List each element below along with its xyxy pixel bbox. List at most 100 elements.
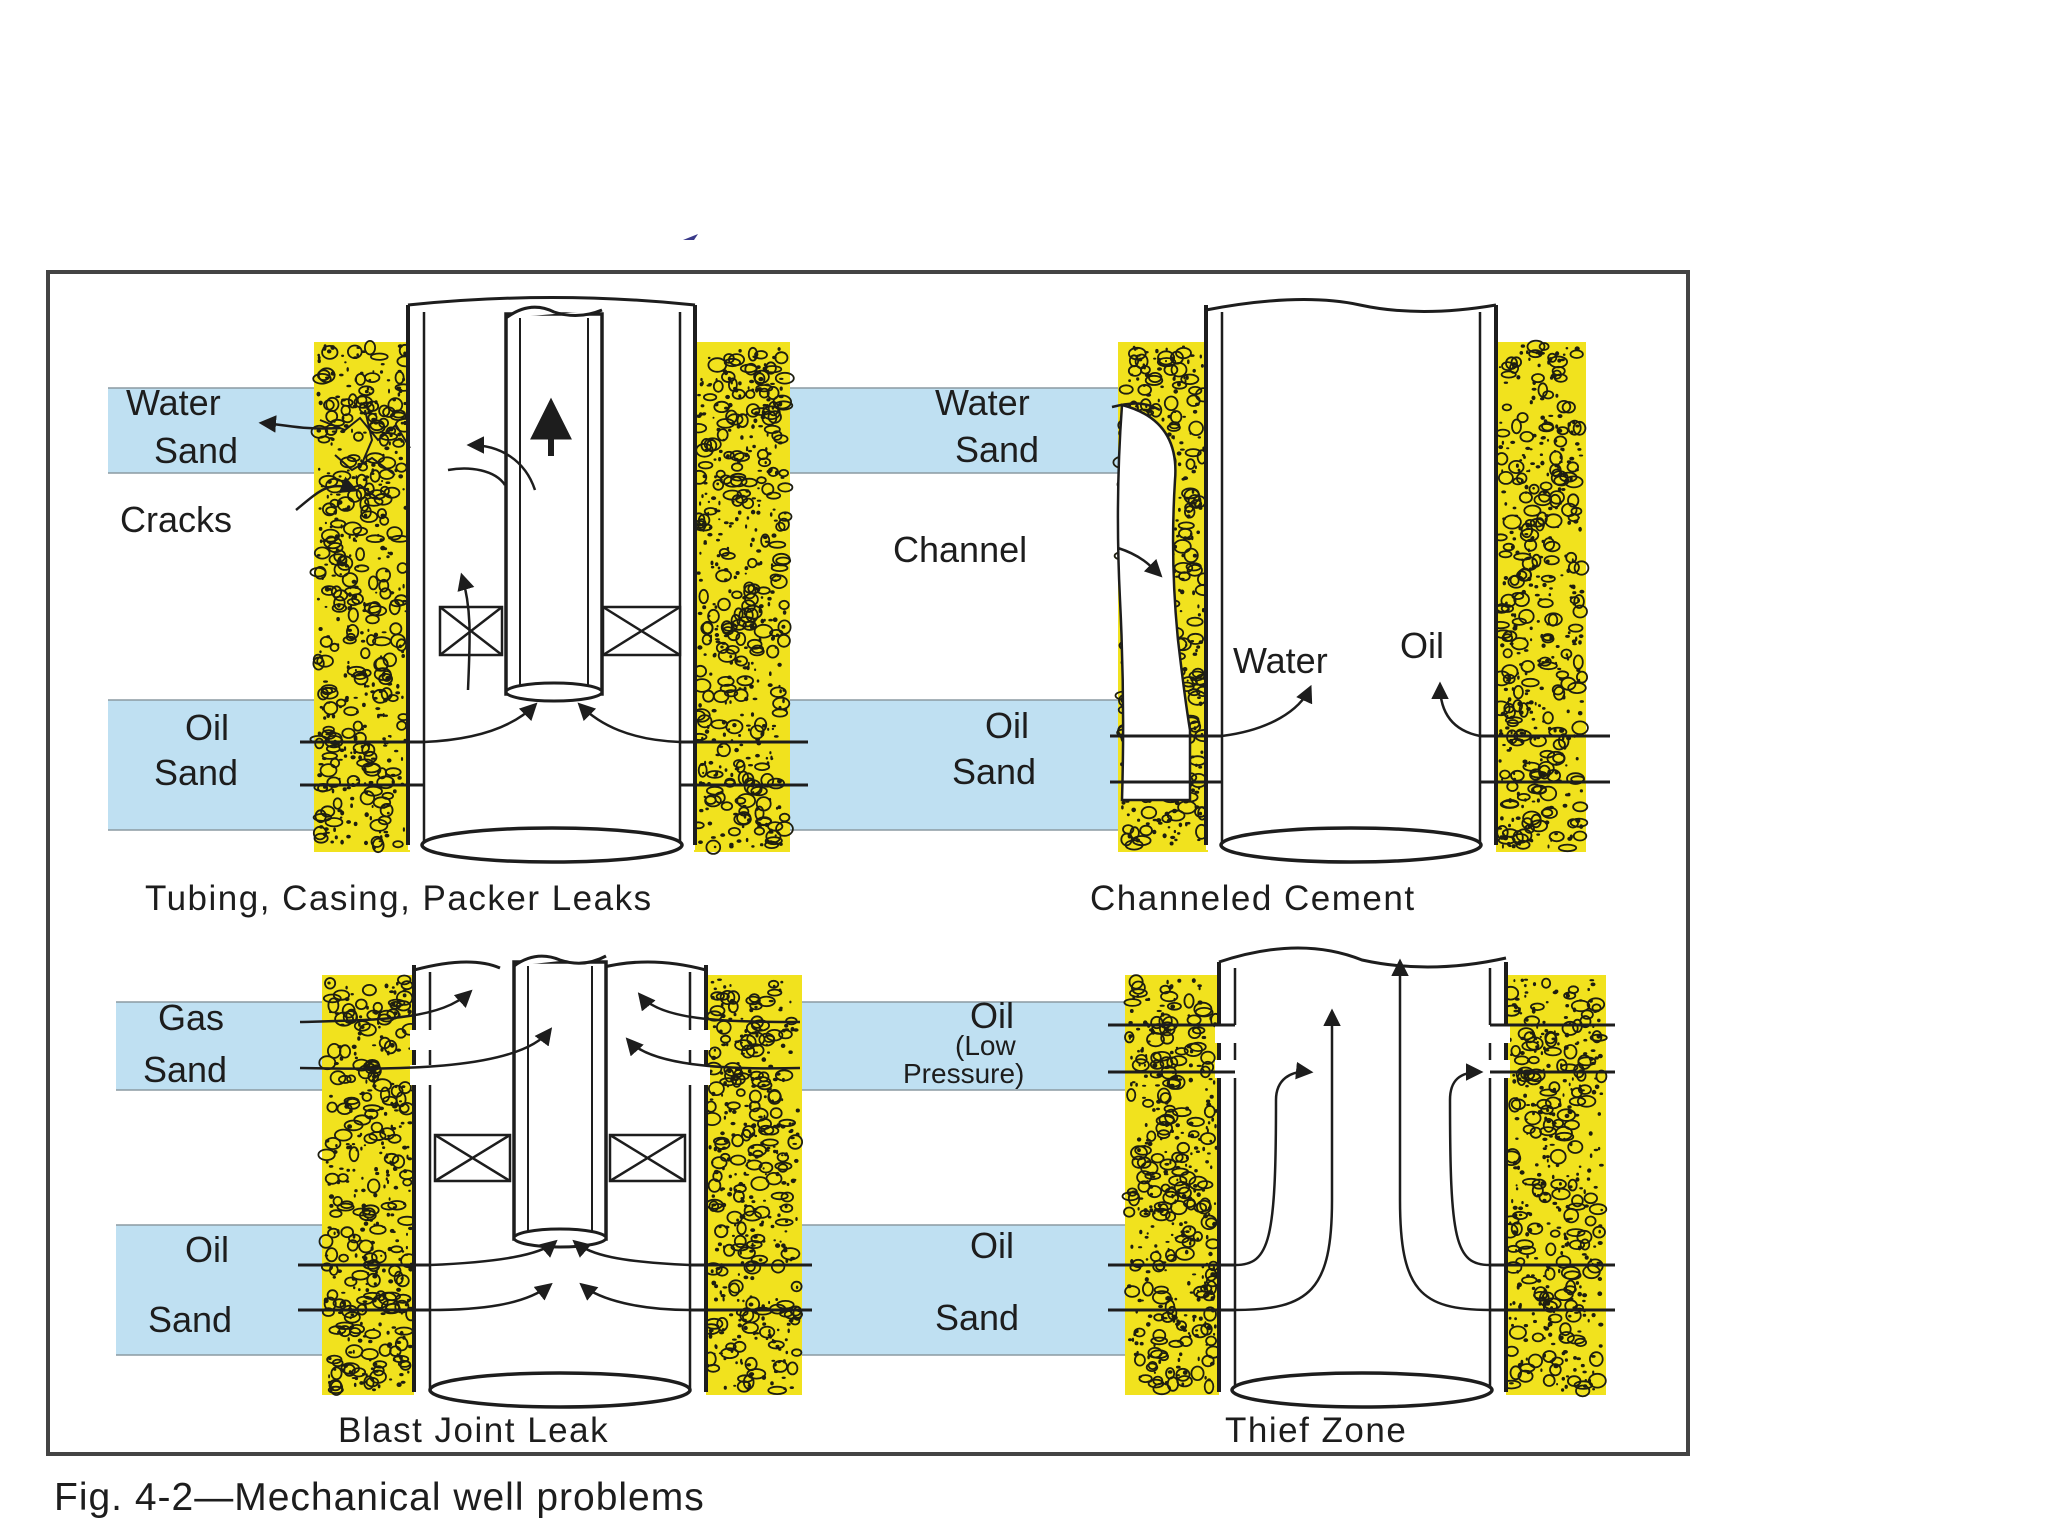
label-sand: Sand [154,430,238,471]
cement-pebble [746,446,749,450]
cement-pebble [745,837,749,843]
cement-pebble [703,481,708,485]
cement-pebble [758,376,764,382]
cement-pebble [713,987,717,991]
cement-pebble [1200,364,1204,368]
cement-pebble [1564,475,1584,489]
cement-pebble [1519,1012,1523,1015]
cement-pebble [763,1199,766,1202]
cement-pebble [707,500,711,504]
cement-pebble [1165,1248,1176,1262]
cement-pebble [1135,405,1138,408]
cement-pebble [1526,1104,1531,1106]
cement-pebble [1178,496,1182,499]
cement-pebble [1520,1051,1525,1055]
cement-pebble [1549,587,1553,590]
cement-pebble [1175,519,1179,522]
cement-pebble [346,384,352,388]
cement-pebble [1561,401,1576,414]
cement-pebble [1582,1293,1588,1298]
cement-pebble [1509,642,1514,646]
cement-pebble [1539,1126,1557,1137]
cement-pebble [1562,1079,1567,1083]
cement-pebble [1191,469,1196,474]
cement-pebble [1515,550,1520,556]
cement-pebble [1536,1279,1542,1283]
cement-pebble [337,555,348,567]
cement-pebble [753,586,759,591]
cement-pebble [1561,447,1565,452]
cement-pebble [396,1382,402,1387]
cement-pebble [744,646,748,649]
cement-pebble [786,1361,799,1376]
cement-pebble [757,1117,773,1130]
cement-pebble [745,489,750,493]
cement-pebble [1539,758,1543,762]
cement-pebble [766,432,769,437]
cement-pebble [1525,1357,1528,1361]
cement-pebble [379,1086,391,1103]
cement-pebble [382,713,385,718]
cement-pebble [371,682,375,687]
cement-pebble [333,1128,353,1142]
cement-pebble [341,354,345,357]
cement-pebble [353,1193,356,1198]
cement-pebble [768,831,774,834]
cement-pebble [402,488,405,491]
cement-pebble [326,1289,339,1301]
cement-pebble [383,830,389,834]
cement-pebble [766,1089,770,1093]
cement-pebble [1186,679,1189,682]
cement-pebble [729,844,734,849]
cement-pebble [381,1129,385,1135]
cement-pebble [342,521,363,536]
cement-pebble [328,1325,347,1335]
cement-pebble [1520,978,1525,982]
cement-pebble [386,803,391,807]
cement-pebble [725,719,744,735]
cement-pebble [1574,1337,1587,1348]
cement-pebble [729,475,748,488]
cement-pebble [1534,593,1540,597]
cement-pebble [370,1367,374,1370]
cement-pebble [701,634,713,646]
cement-pebble [1146,1232,1149,1235]
cement-pebble [1551,655,1555,659]
cement-pebble [1591,1030,1603,1044]
cement-pebble [1518,1213,1523,1217]
cement-pebble [728,1108,732,1113]
cement-pebble [790,1280,803,1293]
cement-pebble [1506,719,1519,728]
cement-pebble [360,1348,379,1361]
cement-pebble [773,735,779,738]
cement-pebble [1562,694,1566,700]
cement-pebble [1551,1187,1571,1201]
panel-title: Channeled Cement [1090,879,1416,918]
cement-pebble [744,592,759,607]
cement-pebble [1143,1212,1149,1216]
cement-pebble [1526,339,1546,354]
cement-pebble [387,1134,391,1138]
cement-pebble [773,1124,777,1128]
cement-pebble [727,1069,732,1074]
cement-pebble [1555,645,1560,648]
cement-pebble [1597,1291,1603,1296]
cement-pebble [1179,1222,1183,1227]
cement-pebble [1525,1204,1529,1207]
cement-pebble [723,450,735,460]
cement-pebble [708,383,713,386]
cement-pebble [754,1156,759,1159]
cement-pebble [1527,1353,1544,1369]
cement-pebble [1518,1077,1522,1081]
cement-pebble [389,1345,402,1357]
cement-pebble [720,1152,731,1162]
cement-pebble [400,1380,406,1384]
cement-pebble [1167,414,1172,419]
cement-pebble [1560,358,1565,362]
cement-pebble [1565,1004,1570,1008]
cement-pebble [372,1001,384,1013]
cement-pebble [323,1298,329,1304]
cement-pebble [342,1363,348,1367]
cement-pebble [1157,367,1162,371]
cement-pebble [348,1351,353,1354]
